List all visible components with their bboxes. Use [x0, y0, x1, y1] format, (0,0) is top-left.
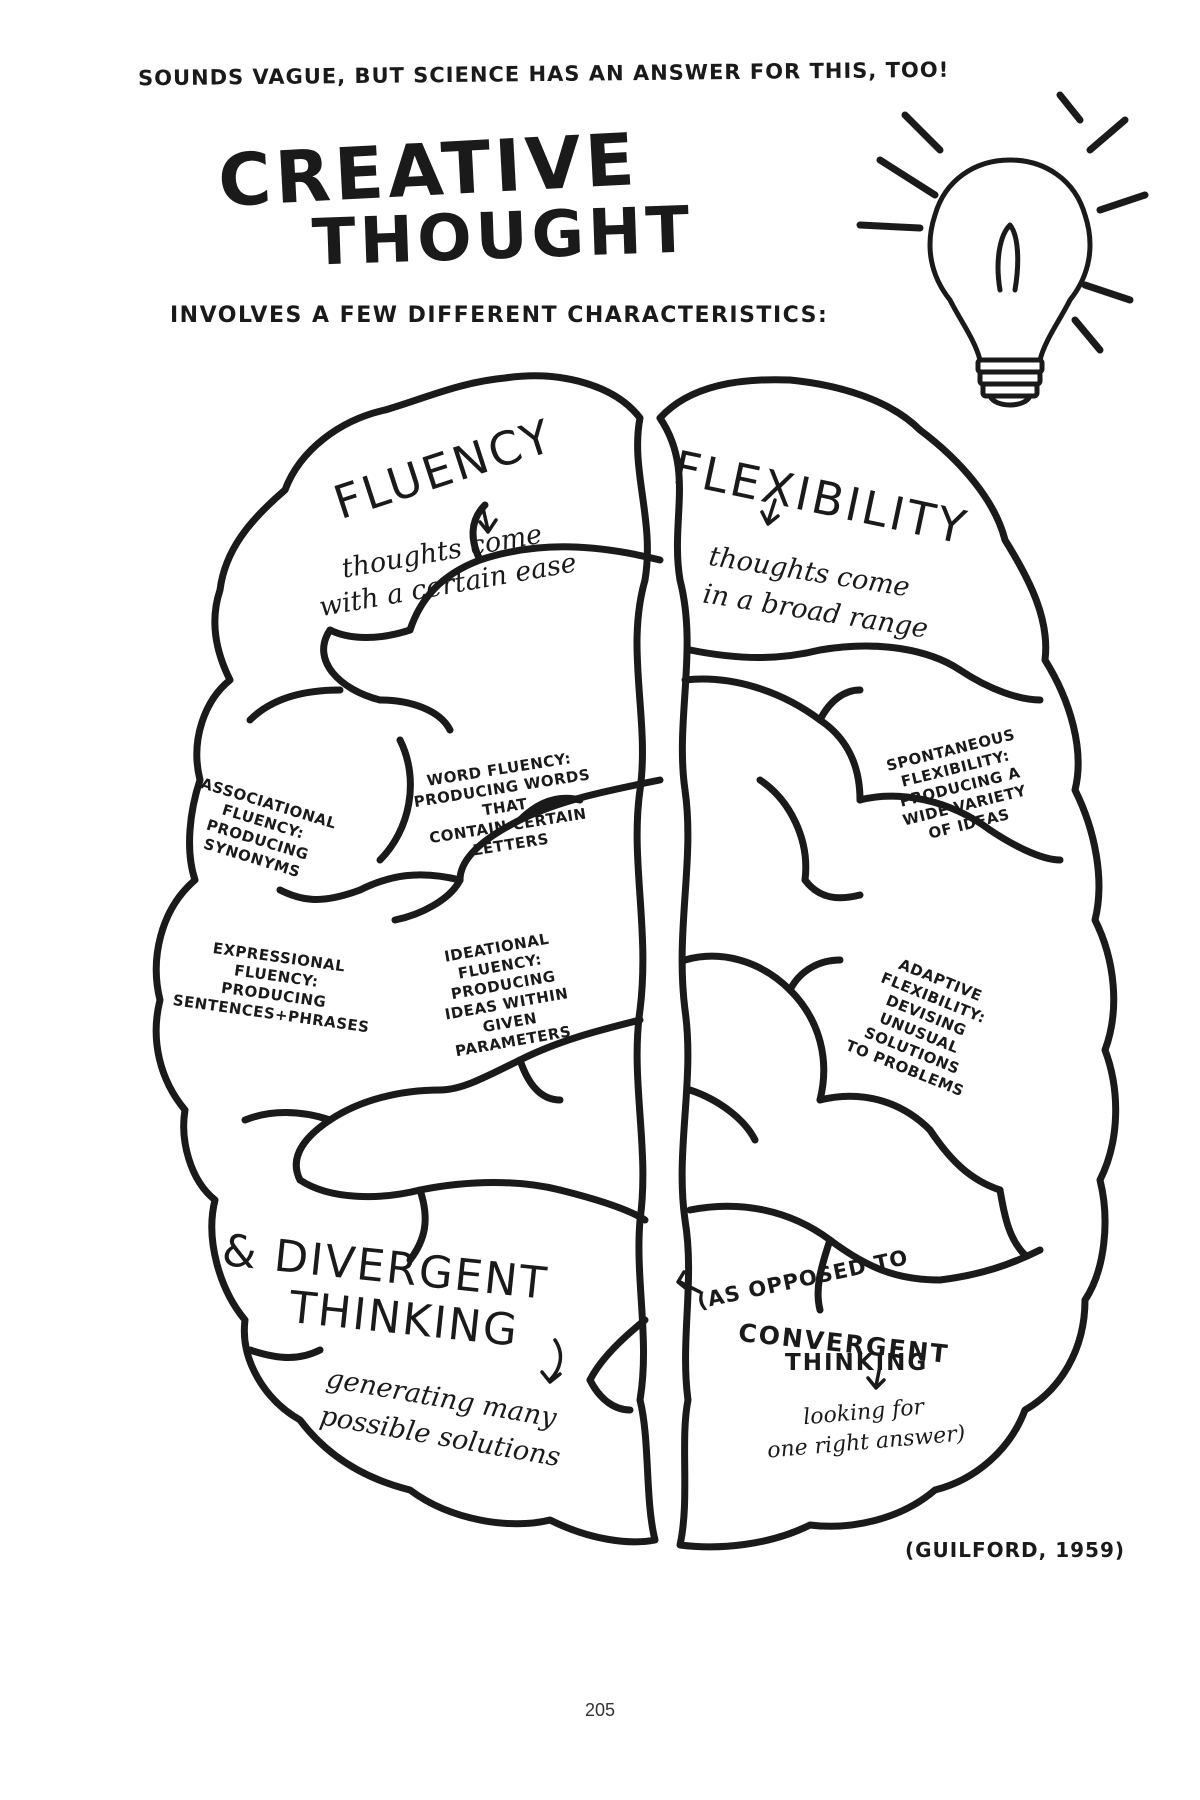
- fluency-arrow: [478, 506, 498, 534]
- light-rays-icon: [856, 91, 1149, 354]
- convergent-line3: THINKING: [785, 1350, 929, 1376]
- page-number: 205: [584, 1700, 616, 1720]
- lightbulb-icon: [927, 157, 1093, 408]
- right-hemisphere-outline: [656, 376, 1120, 1551]
- convergent-down-arrow: [866, 1364, 886, 1390]
- page-title-line2: THOUGHT: [310, 193, 695, 281]
- citation: (GUILFORD, 1959): [905, 1538, 1126, 1562]
- left-hemisphere-outline: [152, 372, 659, 1546]
- divergent-arrow: [540, 1338, 563, 1384]
- flexibility-arrow: [760, 498, 780, 526]
- convergent-arrow: [676, 1270, 702, 1294]
- page-subtitle: INVOLVES A FEW DIFFERENT CHARACTERISTICS…: [170, 303, 829, 328]
